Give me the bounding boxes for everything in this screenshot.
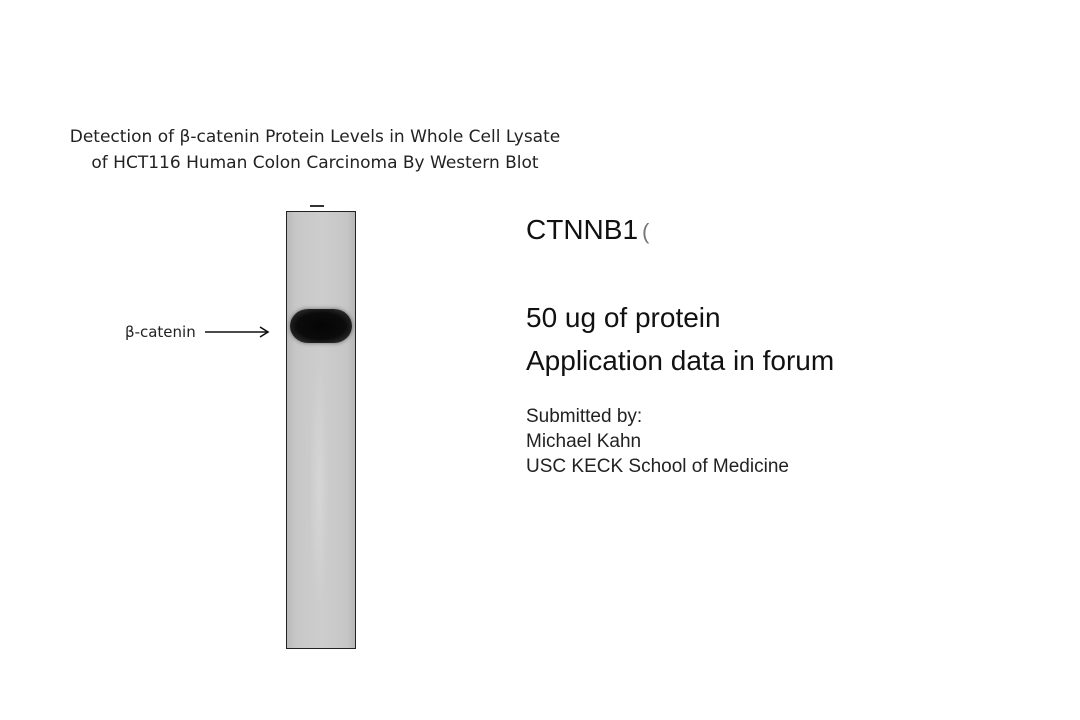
submitted-by-heading: Submitted by: [526, 406, 643, 427]
lane-marker [310, 205, 324, 207]
figure-title-line-1: Detection of β-catenin Protein Levels in… [69, 127, 561, 147]
gene-label: CTNNB1 [526, 214, 639, 245]
submitter-name: Michael Kahn [526, 431, 642, 452]
beta-catenin-band [290, 309, 352, 343]
application-note: Application data in forum [526, 345, 835, 376]
western-blot-lane [286, 211, 356, 649]
submission-info: Submitted by: Michael Kahn USC KECK Scho… [526, 404, 789, 479]
arrow-icon [205, 326, 270, 338]
submitter-institution: USC KECK School of Medicine [526, 456, 789, 477]
figure-title: Detection of β-catenin Protein Levels in… [40, 124, 590, 176]
gene-name: CTNNB1( [526, 214, 649, 246]
band-label: β-catenin [125, 323, 196, 341]
protein-amount: 50 ug of protein [526, 302, 721, 333]
blot-streak [309, 362, 329, 612]
gene-cutoff-mark: ( [642, 219, 650, 244]
figure-title-line-2: of HCT116 Human Colon Carcinoma By Weste… [91, 153, 539, 173]
